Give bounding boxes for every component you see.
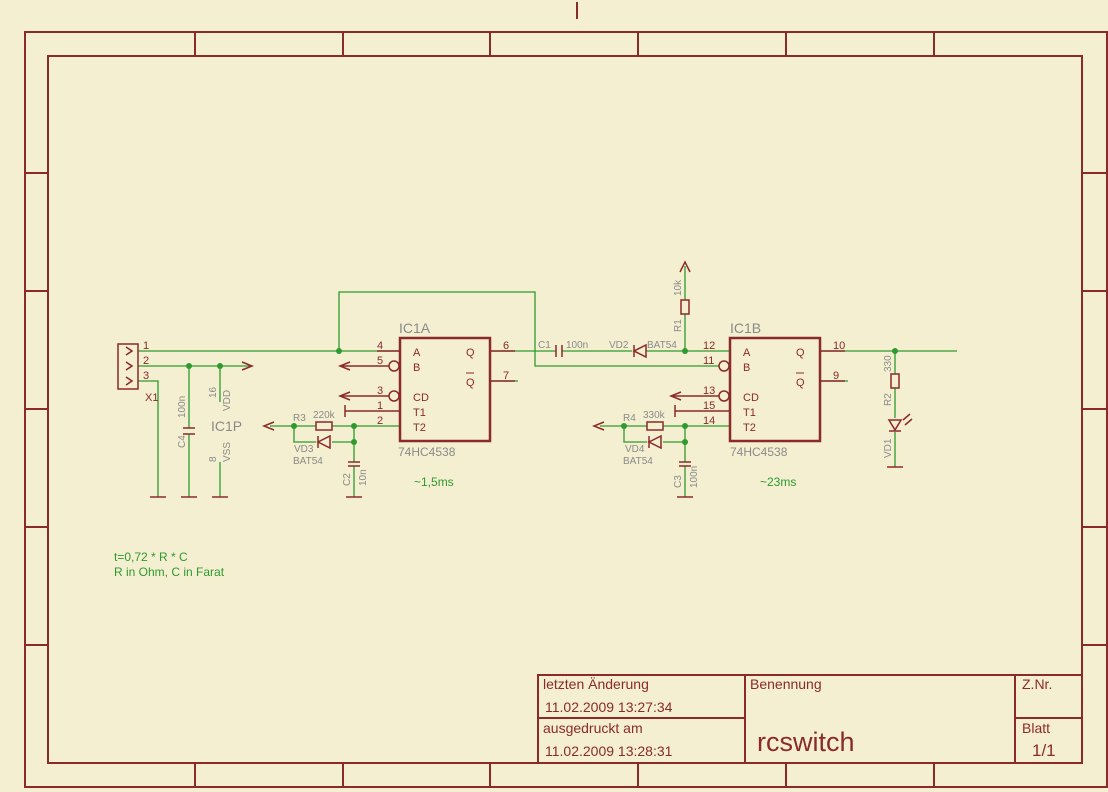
ic1b-port-t1: T1: [743, 407, 756, 419]
r4-value: 330k: [643, 410, 666, 421]
vd4-value: BAT54: [623, 456, 653, 467]
znr-label: Z.Nr.: [1022, 676, 1052, 692]
r3-name: R3: [293, 413, 306, 424]
x1-pin-2: 2: [143, 355, 149, 367]
ic1p-vdd-pin: 16: [208, 386, 219, 398]
ic1a-type: 74HC4538: [398, 445, 456, 459]
ic1p-name: IC1P: [211, 418, 242, 434]
supply-symbols: [150, 260, 903, 498]
vd3-name: VD3: [294, 444, 314, 455]
ic1a-port-qn: Q: [466, 377, 475, 389]
r1-name: R1: [673, 319, 684, 332]
ic1b-pin-cd: 13: [703, 385, 715, 397]
resistor-r2: [890, 373, 900, 389]
ic1b-port-cd: CD: [743, 392, 759, 404]
ic1a-timing: ~1,5ms: [414, 475, 454, 489]
capacitor-c4: [183, 427, 195, 435]
ic1b-pin-a: 12: [703, 340, 715, 352]
x1-name: X1: [145, 392, 158, 404]
ic1b-port-b: B: [743, 362, 750, 374]
r2-name: R2: [883, 393, 894, 406]
ic1a-pin-t2: 2: [377, 415, 383, 427]
ic1a-port-cd: CD: [413, 392, 429, 404]
resistor-r3: [315, 421, 333, 431]
c1-name: C1: [538, 340, 551, 351]
diode-vd4: [647, 434, 662, 450]
ic1a-pin-q: 6: [503, 340, 509, 352]
x1-pin-1: 1: [143, 340, 149, 352]
ic1b-port-t2: T2: [743, 422, 756, 434]
last-change-value: 11.02.2009 13:27:34: [545, 699, 673, 715]
vd1-name: VD1: [883, 438, 894, 458]
ic1b-port-a: A: [743, 347, 751, 359]
vd2-name: VD2: [609, 340, 629, 351]
ic1a-name: IC1A: [399, 320, 431, 336]
drawing-name: rcswitch: [757, 727, 855, 757]
resistor-r1: [680, 299, 690, 315]
r3-value: 220k: [313, 410, 336, 421]
vd4-name: VD4: [625, 444, 645, 455]
printed-label: ausgedruckt am: [543, 720, 643, 736]
ic1b-type: 74HC4538: [730, 445, 788, 459]
drawing-frame: [24, 2, 1108, 788]
sheet-number: 1/1: [1032, 741, 1056, 760]
ic1p-vss: VSS: [222, 442, 233, 462]
vd3-value: BAT54: [293, 456, 323, 467]
ic1a-pin-b: 5: [377, 355, 383, 367]
r4-name: R4: [623, 413, 636, 424]
diode-vd3: [316, 434, 331, 450]
ic1b-pin-t2: 14: [703, 415, 715, 427]
ic1a-port-t2: T2: [413, 422, 426, 434]
ic1b-timing: ~23ms: [760, 475, 796, 489]
ic1a-pin-cd: 3: [377, 385, 383, 397]
units-note: R in Ohm, C in Farat: [114, 565, 225, 579]
ic1b-port-q: Q: [796, 347, 805, 359]
x1-pin-3: 3: [143, 370, 149, 382]
c3-name: C3: [673, 475, 684, 488]
formula-note: t=0,72 * R * C: [114, 550, 188, 564]
c3-value: 100n: [689, 466, 700, 488]
ic1b-symbol: [708, 336, 845, 443]
ic1b-pin-b: 11: [703, 355, 714, 367]
ic1b-port-qn: Q: [796, 377, 805, 389]
ic1p-vdd: VDD: [222, 390, 233, 411]
ic1a-port-a: A: [413, 347, 421, 359]
junctions: [186, 348, 898, 445]
c4-value: 100n: [177, 396, 188, 418]
ic1b-pin-qn: 9: [833, 370, 839, 382]
ic1a-port-t1: T1: [413, 407, 426, 419]
ic1b-pin-q: 10: [833, 340, 845, 352]
resistor-r4: [646, 421, 664, 431]
diode-vd2: [632, 343, 647, 359]
ic1a-pin-a: 4: [377, 340, 383, 352]
ic1a-pin-t1: 1: [377, 400, 383, 412]
capacitor-c3: [679, 461, 691, 467]
ic1a-symbol: [377, 336, 515, 443]
led-vd1: [887, 413, 913, 432]
vd2-value: BAT54: [647, 340, 677, 351]
capacitor-c1: [555, 345, 563, 357]
ic1b-name: IC1B: [730, 320, 761, 336]
c2-name: C2: [342, 473, 353, 486]
ic1b-pin-t1: 15: [703, 400, 715, 412]
r2-value: 330: [883, 355, 894, 372]
name-label: Benennung: [750, 676, 822, 692]
r1-value: 10k: [673, 279, 684, 296]
ic1p-vss-pin: 8: [208, 456, 219, 462]
last-change-label: letzten Änderung: [543, 676, 649, 692]
c2-value: 10n: [358, 469, 369, 486]
printed-value: 11.02.2009 13:28:31: [545, 743, 673, 759]
c4-name: C4: [177, 435, 188, 448]
capacitor-c2: [348, 461, 360, 467]
title-block: letzten Änderung 11.02.2009 13:27:34 aus…: [537, 674, 1083, 764]
ic1a-port-b: B: [413, 362, 420, 374]
sheet-label: Blatt: [1022, 720, 1050, 736]
ic1a-port-q: Q: [466, 347, 475, 359]
ic1a-pin-qn: 7: [503, 370, 509, 382]
connector-x1: [117, 343, 139, 390]
c1-value: 100n: [566, 340, 588, 351]
